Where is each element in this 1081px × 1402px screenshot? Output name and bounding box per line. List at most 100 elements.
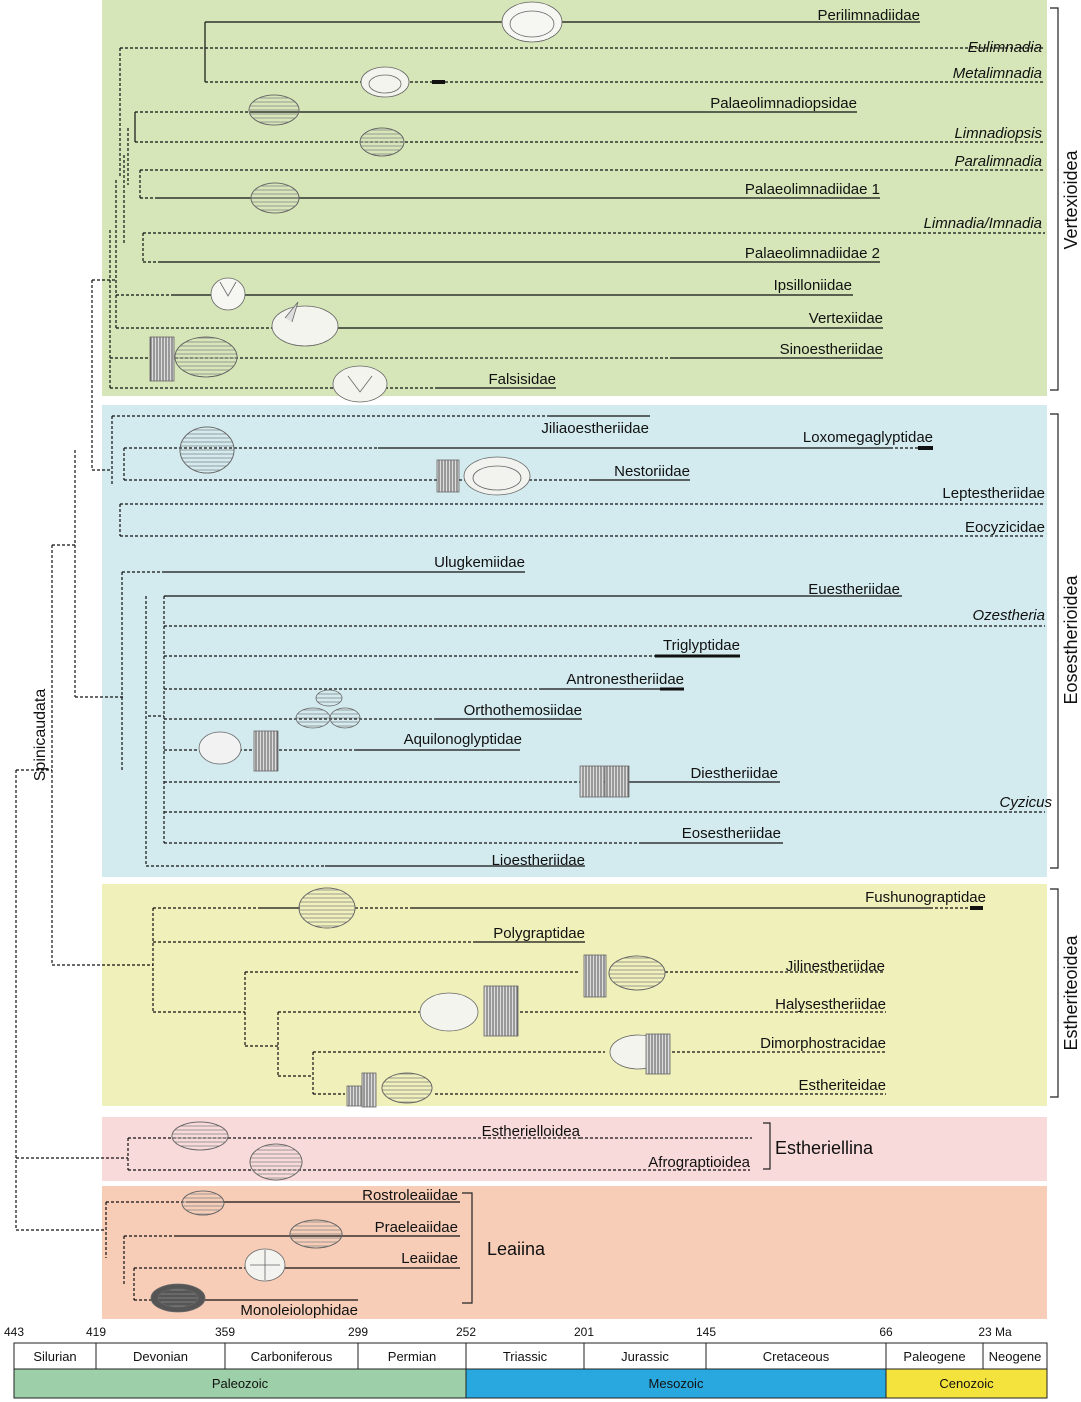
label-palaeolimnadiopsidae: Palaeolimnadiopsidae [710,95,857,112]
period-label-triassic: Triassic [503,1349,548,1364]
carapace-dimorphostracidae [609,1033,671,1075]
label-sinoestheriidae: Sinoestheriidae [780,341,883,358]
label-paralimnadia: Paralimnadia [954,153,1042,170]
label-orthothemosiidae: Orthothemosiidae [464,702,582,719]
label-cyzicus: Cyzicus [999,794,1052,811]
period-box [885,1342,984,1370]
label-eulimnadia: Eulimnadia [968,39,1042,56]
label-leaiina: Leaiina [487,1239,546,1259]
era-label-mesozoic: Mesozoic [649,1376,704,1391]
carapace-metalimnadia [360,66,410,98]
label-estherielloidea: Estherielloidea [482,1123,581,1140]
label-antronestheriidae: Antronestheriidae [566,671,684,688]
label-triglyptidae: Triglyptidae [663,637,740,654]
label-ulugkemiidae: Ulugkemiidae [434,554,525,571]
label-polygraptidae: Polygraptidae [493,925,585,942]
time-tick-145: 145 [696,1325,716,1339]
period-box [982,1342,1048,1370]
period-label-devonian: Devonian [133,1349,188,1364]
carapace-ipsilloniidae [210,277,246,311]
label-vertexioidea: Vertexioidea [1061,149,1081,249]
label-ipsilloniidae: Ipsilloniidae [774,277,852,294]
carapace-vertexiidae [271,301,339,347]
carapace-limnadiopsis [359,127,405,157]
carapace-estheriteidae [346,1072,433,1108]
label-nestoriidae: Nestoriidae [614,463,690,480]
label-spinicaudata: Spinicaudata [32,689,49,782]
label-halysestheriidae: Halysestheriidae [775,996,886,1013]
period-box [357,1342,467,1370]
carapace-leaiidae [244,1248,286,1282]
time-tick-201: 201 [574,1325,594,1339]
label-ozestheria: Ozestheria [972,607,1045,624]
label-metalimnadia: Metalimnadia [953,65,1042,82]
label-jiliaoestheriidae: Jiliaoestheriidae [541,420,649,437]
carapace-fushunograptidae [298,887,356,929]
carapace-estherielloidea [171,1121,229,1151]
time-tick-359: 359 [215,1325,235,1339]
carapace-palaeolimnadiopsidae [248,94,300,126]
time-tick-443: 443 [4,1325,24,1339]
panel-leaiina [102,1186,1047,1319]
label-palaeolimnadiidae2: Palaeolimnadiidae 2 [745,245,880,262]
carapace-jilinestheriidae [583,954,666,998]
fossil-illustrations [149,1,671,1313]
tree-branches [15,21,1045,1301]
period-box [13,1342,97,1370]
era-label-cenozoic: Cenozoic [939,1376,994,1391]
period-box [583,1342,707,1370]
label-estheriteoidea: Estheriteoidea [1061,934,1081,1050]
carapace-sinoestheriidae [149,336,238,382]
carapace-aquilonoglyptidae [198,730,279,772]
label-estheriteidae: Estheriteidae [798,1077,886,1094]
label-aquilonoglyptidae: Aquilonoglyptidae [404,731,522,748]
carapace-nestoriidae [436,456,531,496]
period-label-permian: Permian [388,1349,436,1364]
time-tick-419: 419 [86,1325,106,1339]
label-falsisidae: Falsisidae [488,371,556,388]
panel-eosestherioidea [102,405,1047,877]
label-afrograptioidea: Afrograptioidea [648,1154,750,1171]
carapace-afrograptioidea [249,1143,303,1181]
time-tick-252: 252 [456,1325,476,1339]
carapace-monoleiolophidae [150,1283,206,1313]
carapace-perilimnadiidae [501,1,563,43]
label-estheriellina: Estheriellina [775,1138,874,1158]
label-palaeolimnadiidae1: Palaeolimnadiidae 1 [745,181,880,198]
label-perilimnadiidae: Perilimnadiidae [817,7,920,24]
carapace-falsisidae [332,365,388,403]
label-eosestherioidea: Eosestherioidea [1061,574,1081,704]
label-vertexiidae: Vertexiidae [809,310,883,327]
label-rostroleaiidae: Rostroleaiidae [362,1187,458,1204]
taxon-labels: Perilimnadiidae Eulimnadia Metalimnadia … [240,7,1052,1319]
label-diestheriidae: Diestheriidae [690,765,778,782]
label-leaiidae: Leaiidae [401,1250,458,1267]
label-dimorphostracidae: Dimorphostracidae [760,1035,886,1052]
time-tick-66: 66 [879,1325,893,1339]
period-label-neogene: Neogene [989,1349,1042,1364]
label-lioestheriidae: Lioestheriidae [492,852,585,869]
label-loxomegaglyptidae: Loxomegaglyptidae [803,429,933,446]
label-fushunograptidae: Fushunograptidae [865,889,986,906]
period-label-carboniferous: Carboniferous [251,1349,333,1364]
carapace-rostroleaiidae [181,1190,225,1216]
period-box [465,1342,585,1370]
era-box-paleozoic [13,1368,467,1399]
carapace-palaeolimnadiidae1 [250,182,300,214]
carapace-loxomegaglyptidae [179,426,235,474]
label-praeleaiidae: Praeleaiidae [375,1219,458,1236]
label-eosestheriidae: Eosestheriidae [682,825,781,842]
label-limnadiopsis: Limnadiopsis [954,125,1042,142]
label-jilinestheriidae: Jilinestheriidae [786,958,885,975]
period-label-silurian: Silurian [33,1349,76,1364]
time-tick-23: 23 Ma [978,1325,1012,1339]
label-eocyzicidae: Eocyzicidae [965,519,1045,536]
label-euestheriidae: Euestheriidae [808,581,900,598]
period-label-cretaceous: Cretaceous [763,1349,830,1364]
period-box [705,1342,887,1370]
era-box-cenozoic [885,1368,1048,1399]
carapace-praeleaiidae [289,1219,343,1249]
label-monoleiolophidae: Monoleiolophidae [240,1302,358,1319]
